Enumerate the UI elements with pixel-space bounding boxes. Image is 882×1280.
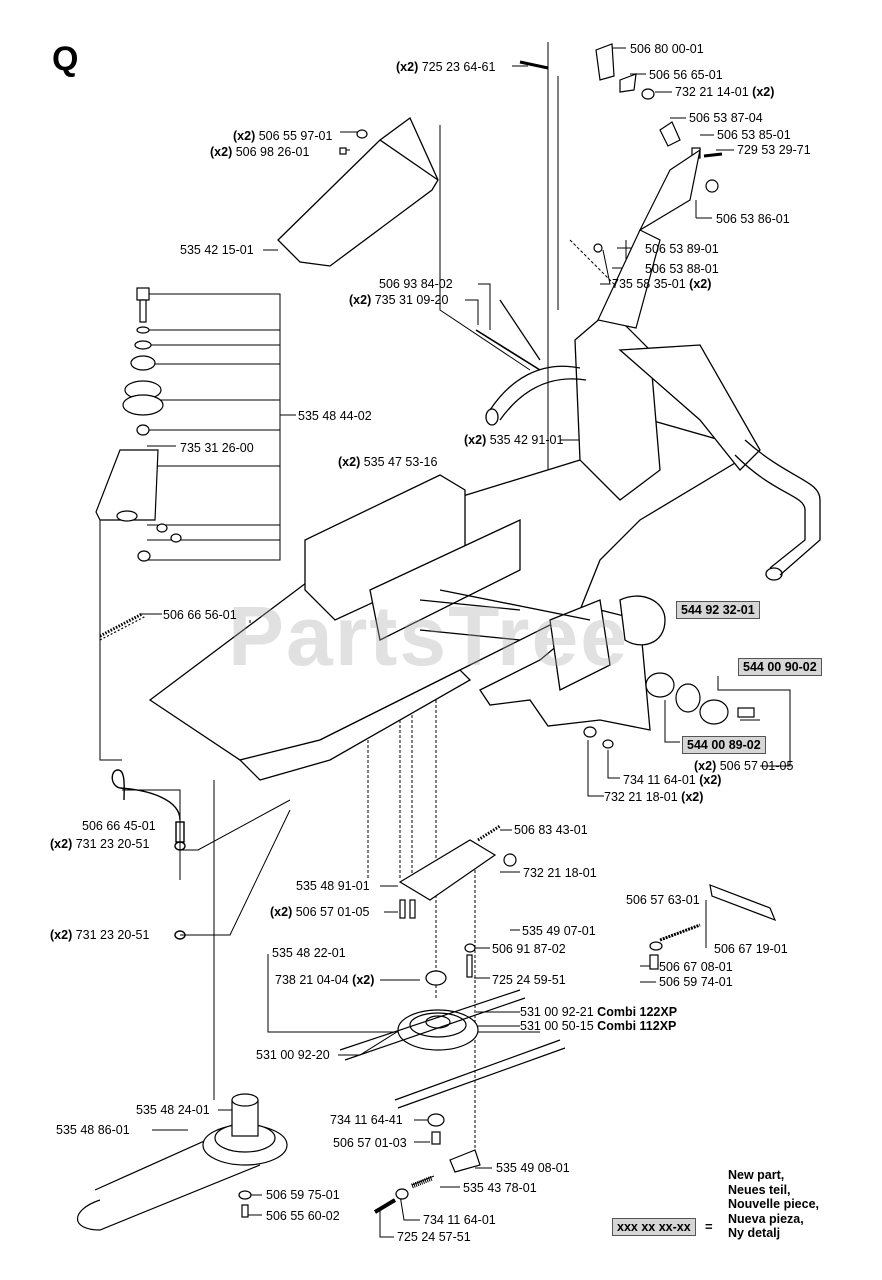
callout-p47: 506 57 01-03 — [333, 1136, 407, 1150]
callout-p36: 506 67 19-01 — [714, 942, 788, 956]
callout-p43: 531 00 92-20 — [256, 1048, 330, 1062]
callout-p35: 506 91 87-02 — [492, 942, 566, 956]
new-part-n3: 544 00 89-02 — [682, 736, 766, 754]
callout-p31: 535 49 07-01 — [522, 924, 596, 938]
callout-p11: 535 42 15-01 — [180, 243, 254, 257]
callout-p28: 732 21 18-01 — [523, 866, 597, 880]
callout-p33: (x2) 731 23 20-51 — [50, 928, 150, 942]
callout-p20: (x2) 535 47 53-16 — [338, 455, 438, 469]
callout-p22: (x2) 506 57 01-05 — [694, 759, 794, 773]
callout-p21: 506 66 56-01 — [163, 608, 237, 622]
callout-p1: (x2) 725 23 64-61 — [396, 60, 496, 74]
callout-p42: 531 00 50-15 Combi 112XP — [520, 1019, 677, 1033]
callout-p5: 506 53 87-04 — [689, 111, 763, 125]
callout-p4: 732 21 14-01 (x2) — [675, 85, 775, 99]
callout-p2: 506 80 00-01 — [630, 42, 704, 56]
callout-p34: 535 48 22-01 — [272, 946, 346, 960]
callout-p15: 506 93 84-02 — [379, 277, 453, 291]
new-part-n2: 544 00 90-02 — [738, 658, 822, 676]
callout-p10: 506 53 86-01 — [716, 212, 790, 226]
callout-p3: 506 56 65-01 — [649, 68, 723, 82]
legend-line: Nueva pieza, — [728, 1211, 804, 1226]
callout-p9: (x2) 506 98 26-01 — [210, 145, 310, 159]
callout-p29: 535 48 91-01 — [296, 879, 370, 893]
legend-line: Neues teil, — [728, 1182, 791, 1197]
legend-line: New part, — [728, 1168, 785, 1182]
callout-p18: 735 31 26-00 — [180, 441, 254, 455]
callout-p45: 535 48 86-01 — [56, 1123, 130, 1137]
section-letter: Q — [52, 40, 79, 78]
legend-equals: = — [705, 1219, 713, 1234]
watermark: PartsTree — [228, 589, 629, 683]
callout-p37: 738 21 04-04 (x2) — [275, 973, 375, 987]
callout-p7: 729 53 29-71 — [737, 143, 811, 157]
new-part-n1: 544 92 32-01 — [676, 601, 760, 619]
callout-p16: (x2) 735 31 09-20 — [349, 293, 449, 307]
callout-p8: (x2) 506 55 97-01 — [233, 129, 333, 143]
callout-p17: 535 48 44-02 — [298, 409, 372, 423]
callout-p50: 506 59 75-01 — [266, 1188, 340, 1202]
legend-line: Nouvelle piece, — [728, 1197, 820, 1211]
callout-p19: (x2) 535 42 91-01 — [464, 433, 564, 447]
callout-p14: 735 58 35-01 (x2) — [612, 277, 712, 291]
callout-p51: 506 55 60-02 — [266, 1209, 340, 1223]
callout-p40: 506 59 74-01 — [659, 975, 733, 989]
callout-p39: 506 67 08-01 — [659, 960, 733, 974]
callout-p41: 531 00 92-21 Combi 122XP — [520, 1005, 678, 1019]
callout-p6: 506 53 85-01 — [717, 128, 791, 142]
legend: New part, Neues teil, Nouvelle piece, Nu… — [728, 1168, 819, 1241]
callout-p13: 506 53 88-01 — [645, 262, 719, 276]
callout-p49: 535 43 78-01 — [463, 1181, 537, 1195]
callout-p46: 734 11 64-41 — [330, 1113, 403, 1127]
callout-p53: 725 24 57-51 — [397, 1230, 471, 1244]
callout-p27: 506 83 43-01 — [514, 823, 588, 837]
callout-p23: 734 11 64-01 (x2) — [623, 773, 722, 787]
callout-p25: 506 66 45-01 — [82, 819, 156, 833]
legend-box: xxx xx xx-xx — [612, 1218, 696, 1236]
callout-p26: (x2) 731 23 20-51 — [50, 837, 150, 851]
callout-p38: 725 24 59-51 — [492, 973, 566, 987]
callout-p32: 506 57 63-01 — [626, 893, 700, 907]
callout-p48: 535 49 08-01 — [496, 1161, 570, 1175]
callout-p44: 535 48 24-01 — [136, 1103, 210, 1117]
legend-line: Ny detalj — [728, 1226, 781, 1240]
callout-p30: (x2) 506 57 01-05 — [270, 905, 370, 919]
callout-p24: 732 21 18-01 (x2) — [604, 790, 704, 804]
callout-p12: 506 53 89-01 — [645, 242, 719, 256]
callout-p52: 734 11 64-01 — [423, 1213, 496, 1227]
